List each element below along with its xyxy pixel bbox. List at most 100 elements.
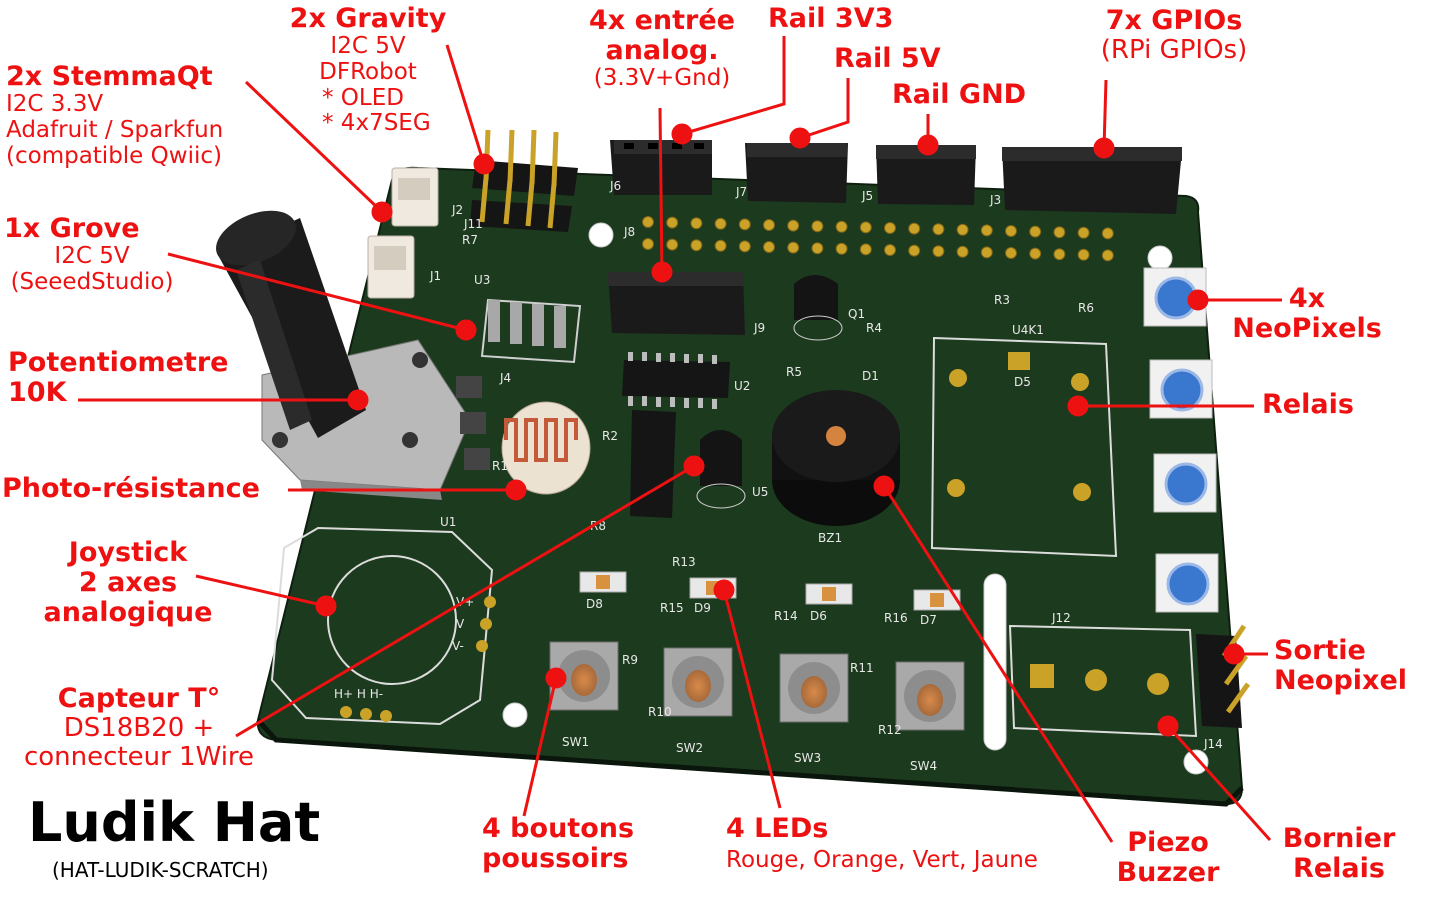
silk-u3: U3: [474, 273, 490, 287]
stemmaqt-heading: 2x StemmaQt: [6, 61, 213, 92]
neopixel-out-line1: Sortie: [1274, 635, 1366, 666]
label-piezo: Piezo Buzzer: [1104, 827, 1232, 888]
silk-r6: R6: [1078, 301, 1094, 315]
silk-u5: U5: [752, 485, 768, 499]
stemmaqt-line: (compatible Qwiic): [6, 142, 222, 169]
silk-j6: J6: [609, 179, 621, 193]
buttons-line2: poussoirs: [482, 843, 629, 875]
gravity-heading: 2x Gravity: [289, 3, 447, 34]
gpio-pad: [884, 244, 896, 256]
neopixels-line1: 4x: [1288, 283, 1326, 314]
gpio-pad: [908, 222, 921, 235]
label-railgnd: Rail GND: [892, 79, 1027, 110]
silk-d6: D6: [810, 609, 827, 623]
silk-j11: J11: [463, 217, 483, 231]
neopixel-led: [1153, 453, 1217, 513]
gpio-pad: [1053, 226, 1066, 239]
analog-heading-1: 4x entrée: [589, 5, 735, 36]
silk-r12: R12: [878, 723, 902, 737]
grove-connector: [480, 298, 582, 364]
silk-one: 1: [1182, 267, 1190, 281]
gpio-pad: [908, 244, 921, 257]
silk-joy-v2: V: [456, 617, 465, 631]
gpio-pad: [980, 224, 993, 237]
gpio-pad: [1053, 248, 1066, 261]
stemmaqt-connectors: [367, 167, 439, 299]
gpio-pad: [1077, 226, 1090, 239]
silk-d8: D8: [586, 597, 603, 611]
gpio-pad: [932, 245, 945, 258]
label-potentiometer: Potentiometre 10K: [8, 347, 229, 409]
label-neopixel-out: Sortie Neopixel: [1274, 635, 1407, 696]
silk-j4: J4: [499, 371, 511, 385]
header-j9: [608, 272, 745, 335]
gpio-pad: [835, 220, 848, 233]
label-leds: 4 LEDs Rouge, Orange, Vert, Jaune: [726, 813, 1038, 874]
potentiometer-line2: 10K: [8, 377, 67, 409]
header-j3: [1002, 147, 1182, 214]
label-stemmaqt: 2x StemmaQt I2C 3.3V Adafruit / Sparkfun…: [6, 61, 223, 169]
silk-r10: R10: [648, 705, 672, 719]
silk-r8: R8: [590, 519, 606, 533]
silk-r5: R5: [786, 365, 802, 379]
gravity-line: * 4x7SEG: [322, 110, 431, 137]
relay: [930, 336, 1118, 558]
piezo-buzzer: [772, 390, 900, 526]
ic-u2: [622, 352, 730, 409]
grove-line: (SeeedStudio): [10, 268, 174, 295]
gpio-pad: [738, 218, 751, 231]
silk-j7: J7: [735, 185, 747, 199]
temp-line: connecteur 1Wire: [23, 742, 255, 773]
bornier-line1: Bornier: [1282, 823, 1396, 854]
page-subtitle: (HAT-LUDIK-SCRATCH): [52, 858, 269, 882]
neopixel-led: [1155, 553, 1219, 613]
gpio-pad: [763, 219, 775, 231]
temp-sensor-u5: [696, 430, 746, 509]
relais-heading: Relais: [1262, 389, 1354, 420]
silk-d1: D1: [862, 369, 879, 383]
potentiometer-line1: Potentiometre: [8, 347, 229, 378]
silk-r14: R14: [774, 609, 798, 623]
stemmaqt-line: I2C 3.3V: [6, 91, 104, 118]
leds-line: Rouge, Orange, Vert, Jaune: [726, 847, 1038, 874]
gpio-pad: [859, 243, 872, 256]
page-title: Ludik Hat: [28, 791, 321, 854]
gpio-pad: [642, 216, 654, 228]
temp-heading: Capteur T°: [57, 683, 221, 714]
gpio-pad: [956, 245, 969, 258]
gpio-pad: [811, 220, 824, 233]
railgnd-heading: Rail GND: [892, 79, 1027, 110]
label-temp: Capteur T° DS18B20 + connecteur 1Wire: [6, 683, 272, 773]
neopixel-led: [1149, 359, 1213, 419]
silk-r11: R11: [850, 661, 874, 675]
gravity-line: DFRobot: [319, 58, 417, 85]
silk-r7: R7: [462, 233, 478, 247]
mount-hole: [1183, 749, 1209, 775]
silk-j5: J5: [861, 189, 873, 203]
joystick-line3: analogique: [43, 597, 213, 629]
mount-hole: [502, 702, 528, 728]
silk-u4k1: U4K1: [1012, 323, 1044, 337]
gravity-line: * OLED: [322, 84, 404, 111]
silk-joy-v3: V-: [452, 639, 464, 653]
silk-j1: J1: [429, 269, 441, 283]
joystick-line1: Joystick: [68, 537, 188, 568]
label-rail5v: Rail 5V: [834, 43, 941, 74]
gpio-pad: [714, 239, 727, 252]
grove-line: I2C 5V: [54, 243, 130, 270]
gpios-line: (RPi GPIOs): [1100, 35, 1248, 66]
gravity-line: I2C 5V: [330, 33, 406, 60]
silk-r1: R1: [492, 459, 508, 473]
push-button: [779, 653, 849, 723]
photo-heading: Photo-résistance: [2, 473, 260, 504]
gpio-pad: [787, 219, 800, 232]
gpio-pad: [690, 239, 703, 252]
gpio-pad: [666, 238, 679, 251]
mount-hole: [1147, 245, 1173, 271]
silk-j9: J9: [753, 321, 765, 335]
silk-r15: R15: [660, 601, 684, 615]
gpio-pad: [738, 240, 751, 253]
gpio-pad: [1101, 249, 1114, 262]
label-analog: 4x entrée analog. (3.3V+Gnd): [570, 5, 754, 92]
